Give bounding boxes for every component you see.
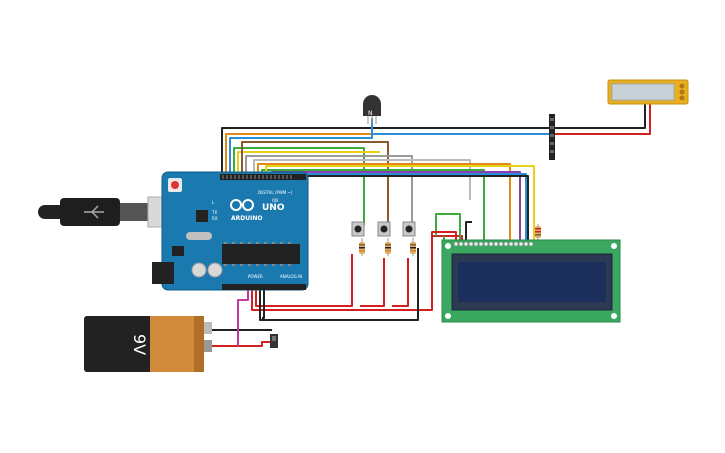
- transistor-label: N: [368, 110, 373, 117]
- digital-header-pins: [222, 175, 292, 179]
- arduino-tx-label: TX: [211, 210, 217, 215]
- pushbutton-2[interactable]: [377, 221, 391, 237]
- battery-voltage-label: 9V: [130, 334, 149, 355]
- arduino-power-label: POWER: [248, 274, 263, 279]
- wire-black-top: [221, 127, 552, 178]
- wire-red-battery: [212, 341, 272, 347]
- wire-green-lcd-1: [435, 213, 461, 240]
- wire-red-bottom-2: [255, 254, 353, 307]
- pushbutton-3[interactable]: [402, 221, 416, 237]
- arduino-rx-label: RX: [212, 216, 218, 221]
- arduino-on-label: ON: [272, 198, 278, 203]
- wire-green-1: [233, 147, 365, 225]
- wire-gray-2: [253, 159, 471, 200]
- wire-black-display: [552, 104, 646, 129]
- resistor-1: [359, 238, 365, 256]
- arduino-board[interactable]: ARDUINO UNO DIGITAL (PWM ~) POWER ANALOG…: [152, 171, 309, 291]
- battery-9v[interactable]: 9V: [84, 316, 212, 372]
- wire-orange-top: [225, 133, 378, 178]
- wire-orange-2: [257, 163, 511, 240]
- transistor[interactable]: N: [363, 95, 381, 124]
- arduino-model-label: UNO: [262, 203, 285, 213]
- display-module[interactable]: [607, 79, 689, 105]
- wire-blue-top: [229, 133, 552, 178]
- lcd-16x2[interactable]: [441, 239, 621, 323]
- slide-switch[interactable]: [270, 334, 278, 348]
- pin-header-strip[interactable]: [549, 114, 555, 160]
- wire-blue-2: [277, 173, 527, 240]
- wire-brown-1: [241, 141, 389, 225]
- usb-icon: [84, 205, 104, 219]
- arduino-brand-label: ARDUINO: [231, 215, 262, 222]
- wire-red-lcd: [431, 231, 457, 240]
- wire-magenta-switch: [237, 288, 249, 346]
- resistor-2: [385, 238, 391, 256]
- wire-red-bottom-1: [251, 235, 463, 311]
- wire-red-bottom-4: [392, 258, 409, 307]
- lcd-pin-row: [453, 241, 534, 247]
- wire-yellow-1: [237, 151, 380, 178]
- resistor-3: [410, 238, 416, 256]
- wire-gray-1: [245, 155, 413, 225]
- arduino-digital-label: DIGITAL (PWM ~): [258, 190, 293, 195]
- wire-red-bottom-3: [360, 258, 385, 307]
- wire-black-lcd: [465, 221, 472, 240]
- pushbutton-1[interactable]: [351, 221, 365, 237]
- arduino-logo-icon: [230, 199, 254, 211]
- wire-black-bottom-2: [262, 288, 265, 319]
- arduino-l-label: L: [212, 200, 215, 205]
- wire-black-bottom-1: [259, 248, 419, 321]
- wire-red-display: [552, 104, 651, 135]
- arduino-analog-label: ANALOG IN: [280, 274, 302, 279]
- usb-cable: [38, 196, 183, 228]
- wire-purple-1: [271, 171, 521, 240]
